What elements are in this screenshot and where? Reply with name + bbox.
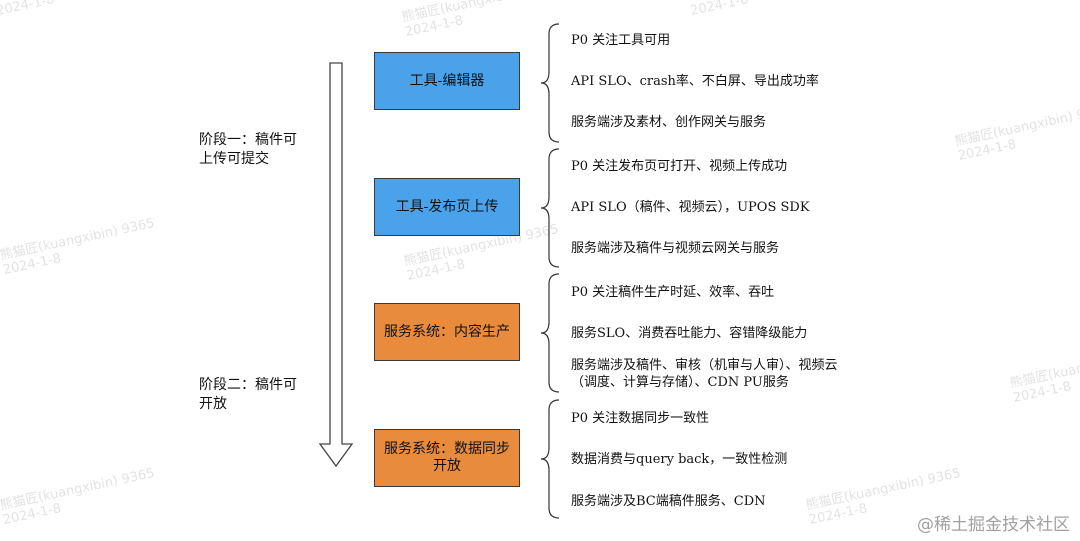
box-service-content-production: 服务系统：内容生产 <box>374 303 520 361</box>
list-item: API SLO、crash率、不白屏、导出成功率 <box>571 74 819 89</box>
down-arrow-icon <box>318 62 354 468</box>
brace-icon <box>540 273 560 393</box>
footer-watermark: @稀土掘金技术社区 <box>917 515 1070 535</box>
box-tool-publish-upload: 工具-发布页上传 <box>374 178 520 236</box>
list-item: P0 关注发布页可打开、视频上传成功 <box>571 159 788 174</box>
list-item: 服务端涉及BC端稿件服务、CDN <box>571 494 766 509</box>
list-item: 服务端涉及稿件与视频云网关与服务 <box>571 241 780 256</box>
watermark: 2024-1-8 <box>0 0 56 19</box>
list-item: P0 关注工具可用 <box>571 33 671 48</box>
list-item: 数据消费与query back，一致性检测 <box>571 452 788 467</box>
brace-icon <box>540 23 560 143</box>
watermark: 2024-1-8 <box>689 0 750 19</box>
brace-icon <box>540 399 560 519</box>
list-item: P0 关注数据同步一致性 <box>571 411 710 426</box>
list-item: 服务端涉及素材、创作网关与服务 <box>571 115 767 130</box>
list-item: P0 关注稿件生产时延、效率、吞吐 <box>571 285 775 300</box>
stage-label-1: 阶段一：稿件可 上传可提交 <box>199 132 297 167</box>
brace-icon <box>540 148 560 268</box>
list-item: API SLO（稿件、视频云），UPOS SDK <box>571 200 810 215</box>
stage-label-2: 阶段二：稿件可 开放 <box>199 377 297 412</box>
box-service-data-sync-open: 服务系统：数据同步开放 <box>374 429 520 487</box>
list-item: 服务SLO、消费吞吐能力、容错降级能力 <box>571 326 808 341</box>
list-item: 服务端涉及稿件、审核（机审与人审）、视频云 （调度、计算与存储）、CDN PU服… <box>571 358 838 390</box>
box-tool-editor: 工具-编辑器 <box>374 52 520 110</box>
